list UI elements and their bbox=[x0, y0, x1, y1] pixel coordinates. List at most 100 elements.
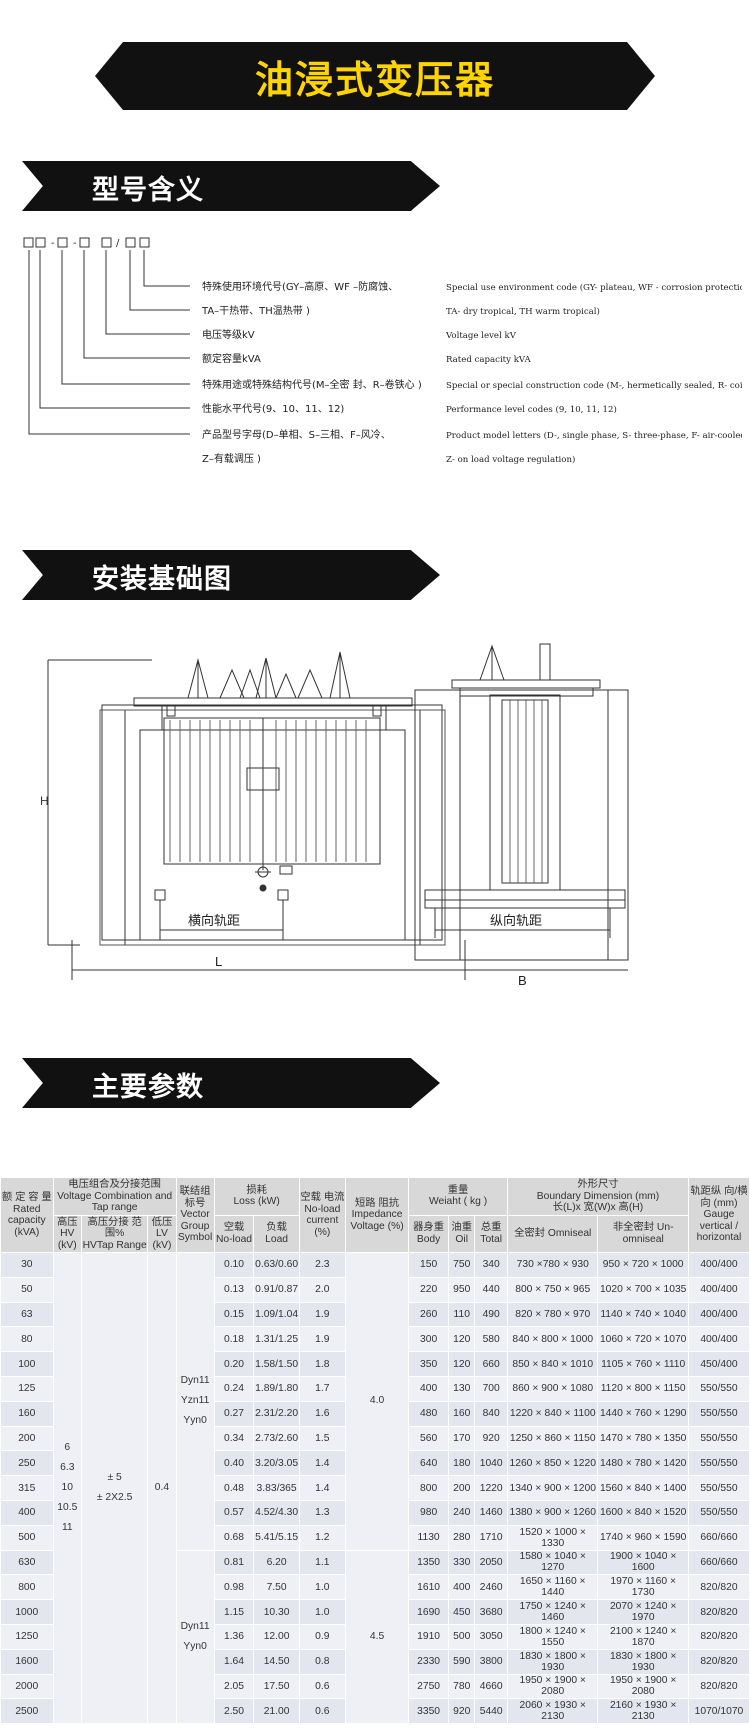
header-group-en: Vector Group Symbol bbox=[177, 1209, 213, 1244]
cell-oil-weight: 160 bbox=[448, 1400, 476, 1427]
cell-oil-weight: 180 bbox=[448, 1450, 476, 1477]
cell-current: 1.3 bbox=[298, 1499, 346, 1526]
cell-oil-weight: 500 bbox=[448, 1623, 476, 1650]
cell-body-weight: 150 bbox=[408, 1252, 450, 1278]
code-env2-en: TA- dry tropical, TH warm tropical) bbox=[446, 306, 600, 317]
cell-capacity: 500 bbox=[0, 1524, 54, 1551]
cell-oil-weight: 130 bbox=[448, 1375, 476, 1402]
cell-current: 1.8 bbox=[298, 1351, 346, 1377]
code-performance-en: Performance level codes (9, 10, 11, 12) bbox=[446, 404, 617, 415]
cell-capacity: 2500 bbox=[0, 1698, 54, 1725]
cell-capacity: 80 bbox=[0, 1326, 54, 1353]
cell-current: 2.3 bbox=[298, 1252, 346, 1278]
cell-omniseal-dim: 800 × 750 × 965 bbox=[506, 1276, 599, 1303]
hv-value: 6 bbox=[64, 1442, 71, 1454]
cell-gauge: 550/550 bbox=[687, 1475, 750, 1501]
cell-gauge: 820/820 bbox=[687, 1574, 750, 1601]
cell-unomniseal-dim: 1740 × 960 × 1590 bbox=[597, 1524, 689, 1551]
cell-gauge: 400/400 bbox=[687, 1276, 750, 1303]
cell-total-weight: 840 bbox=[474, 1400, 508, 1427]
code-voltage-en: Voltage level kV bbox=[445, 331, 517, 341]
cell-total-weight: 3800 bbox=[474, 1648, 508, 1675]
cell-body-weight: 260 bbox=[408, 1301, 450, 1328]
cell-capacity: 1250 bbox=[0, 1623, 54, 1650]
code-capacity-zh: 额定容量kVA bbox=[202, 352, 261, 365]
cell-omniseal-dim: 730 ×780 × 930 bbox=[506, 1252, 599, 1278]
cell-capacity: 2000 bbox=[0, 1673, 54, 1700]
cell-current: 1.4 bbox=[298, 1475, 346, 1501]
cell-current: 1.6 bbox=[298, 1400, 346, 1427]
code-env-zh: 特殊使用环境代号(GY–高原、WF –防腐蚀、 bbox=[202, 280, 398, 293]
code-letters2-zh: Z–有载调压 ) bbox=[202, 452, 261, 465]
cell-body-weight: 2750 bbox=[408, 1673, 450, 1700]
cell-current: 1.7 bbox=[298, 1375, 346, 1402]
cell-unomniseal-dim: 1470 × 780 × 1350 bbox=[597, 1425, 689, 1452]
cell-tap-merged: ± 5± 2X2.5 bbox=[80, 1251, 149, 1725]
header-dim-en: Boundary Dimension (mm) bbox=[536, 1190, 660, 1202]
cell-omniseal-dim: 1260 × 850 × 1220 bbox=[506, 1450, 599, 1477]
header-dim-zh2: 长(L)x 宽(W)x 高(H) bbox=[552, 1202, 644, 1213]
code-special-zh: 特殊用途或特殊结构代号(M–全密 封、R–卷铁心 ) bbox=[202, 378, 422, 391]
cell-capacity: 800 bbox=[0, 1574, 54, 1601]
cell-total-weight: 1040 bbox=[474, 1450, 508, 1477]
cell-omniseal-dim: 820 × 780 × 970 bbox=[506, 1301, 599, 1328]
cell-gauge: 550/550 bbox=[687, 1375, 750, 1402]
cell-noload-loss: 0.40 bbox=[213, 1450, 255, 1477]
header-impedance-zh: 短路 阻抗 bbox=[355, 1197, 400, 1209]
header-capacity: 额 定 容 量 Rated capacity (kVA) bbox=[0, 1177, 54, 1253]
cell-unomniseal-dim: 1600 × 840 × 1520 bbox=[597, 1499, 689, 1526]
cell-body-weight: 1130 bbox=[408, 1524, 450, 1551]
cell-total-weight: 1220 bbox=[474, 1475, 508, 1501]
cell-gauge: 820/820 bbox=[687, 1648, 750, 1675]
cell-capacity: 1000 bbox=[0, 1599, 54, 1625]
cell-gauge: 550/550 bbox=[687, 1499, 750, 1526]
cell-gauge: 550/550 bbox=[687, 1400, 750, 1427]
code-letters2-en: Z- on load voltage regulation) bbox=[446, 454, 575, 465]
cell-gauge: 550/550 bbox=[687, 1450, 750, 1477]
cell-capacity: 125 bbox=[0, 1375, 54, 1402]
cell-oil-weight: 400 bbox=[448, 1574, 476, 1601]
dim-height: H bbox=[40, 794, 49, 808]
cell-omniseal-dim: 1580 × 1040 × 1270 bbox=[506, 1549, 599, 1576]
header-total: 总重 Total bbox=[474, 1214, 508, 1253]
code-voltage-zh: 电压等级kV bbox=[202, 328, 255, 341]
cell-noload-loss: 0.20 bbox=[213, 1351, 255, 1377]
cell-capacity: 200 bbox=[0, 1425, 54, 1452]
cell-total-weight: 5440 bbox=[474, 1698, 508, 1725]
cell-total-weight: 3050 bbox=[474, 1623, 508, 1650]
dash-2: - bbox=[73, 238, 77, 249]
cell-load-loss: 14.50 bbox=[253, 1648, 300, 1675]
header-gauge-en: Gauge vertical / horizontal bbox=[696, 1209, 742, 1244]
header-weight-en: Weiaht ( kg ) bbox=[428, 1196, 488, 1208]
header-capacity-en: Rated capacity (kVA) bbox=[7, 1203, 46, 1238]
cell-oil-weight: 200 bbox=[448, 1475, 476, 1501]
header-load-loss: 负载 Load bbox=[253, 1214, 300, 1253]
dim-width: B bbox=[518, 973, 527, 988]
cell-oil-weight: 920 bbox=[448, 1698, 476, 1725]
foundation-drawing: H 横向轨距 L 纵向轨距 B bbox=[40, 643, 629, 988]
cell-oil-weight: 280 bbox=[448, 1524, 476, 1551]
cell-omniseal-dim: 1650 × 1160 × 1440 bbox=[506, 1574, 599, 1601]
cell-total-weight: 490 bbox=[474, 1301, 508, 1328]
code-letters-en: Product model letters (D-, single phase,… bbox=[446, 430, 742, 441]
code-performance-zh: 性能水平代号(9、10、11、12) bbox=[202, 402, 344, 415]
cell-body-weight: 1350 bbox=[408, 1549, 450, 1576]
section-title-foundation: 安装基础图 bbox=[92, 564, 232, 595]
code-capacity-en: Rated capacity kVA bbox=[446, 355, 532, 365]
cell-noload-loss: 0.48 bbox=[213, 1475, 255, 1501]
header-body: 器身重 Body bbox=[408, 1214, 450, 1253]
cell-total-weight: 4660 bbox=[474, 1673, 508, 1700]
cell-total-weight: 580 bbox=[474, 1326, 508, 1353]
cell-capacity: 30 bbox=[0, 1252, 54, 1278]
cell-current: 1.9 bbox=[298, 1326, 346, 1353]
code-letters-zh: 产品型号字母(D–单相、S–三相、F–风冷、 bbox=[202, 428, 391, 441]
cell-noload-loss: 2.05 bbox=[213, 1673, 255, 1700]
cell-noload-loss: 1.64 bbox=[213, 1648, 255, 1675]
header-dimension: 外形尺寸 Boundary Dimension (mm) 长(L)x 宽(W)x… bbox=[507, 1177, 689, 1216]
